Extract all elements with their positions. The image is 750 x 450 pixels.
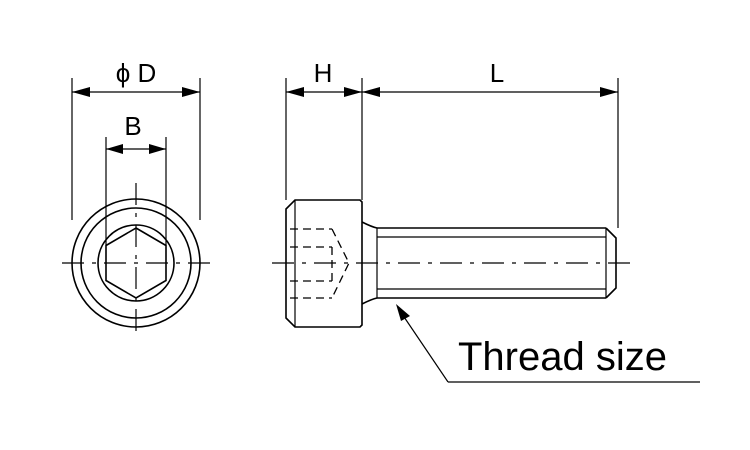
label-diameter: ϕ D — [116, 58, 157, 88]
dimension-across-flats: B — [105, 111, 167, 245]
arrowhead-h-left — [286, 87, 304, 97]
label-length: L — [490, 58, 504, 88]
dimension-head-height: H — [285, 58, 363, 200]
label-thread-size: Thread size — [458, 335, 667, 379]
neck-fillet-top — [361, 221, 378, 229]
arrowhead-b-left — [106, 144, 123, 154]
arrowhead-d-right — [182, 87, 200, 97]
label-across-flats: B — [124, 111, 141, 141]
label-head-height: H — [314, 58, 333, 88]
arrowhead-l-left — [362, 87, 380, 97]
leader-arrowhead — [396, 304, 410, 321]
thread-callout: Thread size — [396, 304, 700, 383]
arrowhead-b-right — [149, 144, 166, 154]
arrowhead-l-right — [600, 87, 618, 97]
arrowhead-h-right — [344, 87, 362, 97]
end-view — [62, 183, 212, 333]
arrowhead-d-left — [72, 87, 90, 97]
dimension-length: L — [362, 58, 619, 228]
neck-fillet-bottom — [361, 297, 378, 305]
head-outline — [285, 199, 363, 328]
side-view — [272, 199, 632, 328]
dimension-diameter: ϕ D — [71, 58, 201, 220]
leader-line-diagonal — [397, 307, 449, 383]
